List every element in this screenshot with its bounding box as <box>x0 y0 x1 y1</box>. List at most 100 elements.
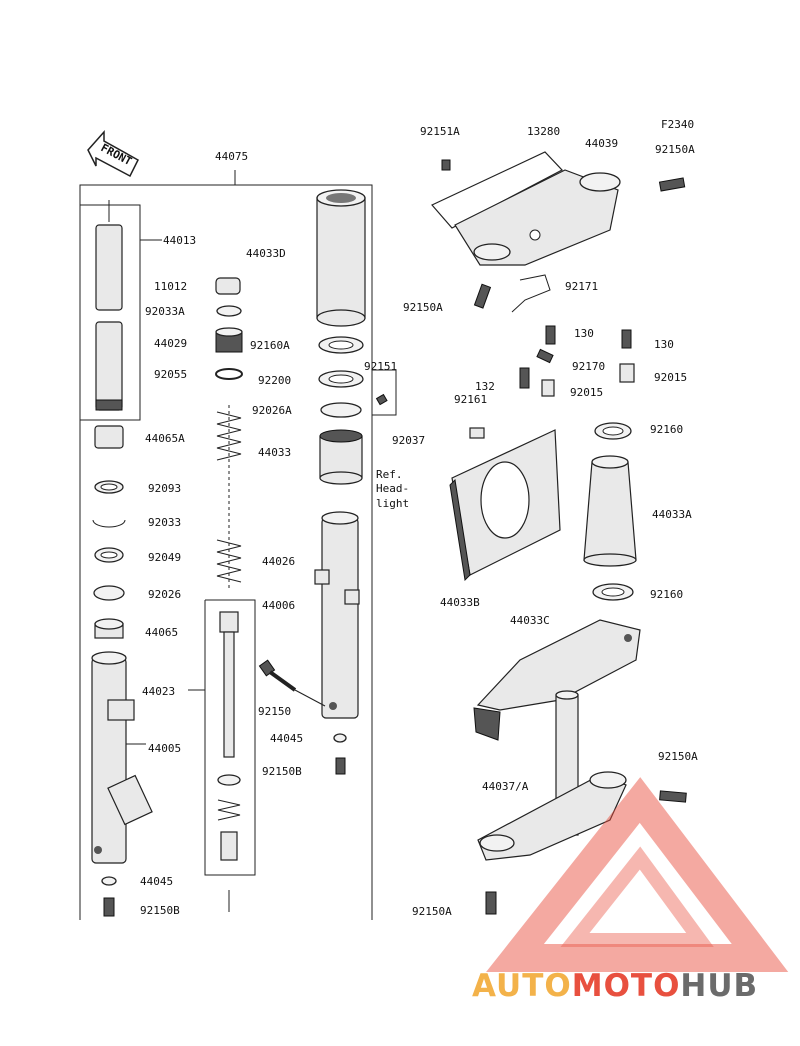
cover-cone-part <box>583 455 637 567</box>
watermark-hub: HUB <box>680 968 758 1004</box>
callout-92150A-right: 92150A <box>658 750 698 763</box>
fork-spring-part <box>216 405 242 590</box>
watermark-logo <box>486 777 789 972</box>
damper-rod-part <box>217 611 241 912</box>
lower-cover-44033C <box>473 619 641 741</box>
callout-92055: 92055 <box>154 368 187 381</box>
upper-dust-seal <box>318 336 364 354</box>
guide-bushing-part <box>94 618 124 639</box>
callout-92037: 92037 <box>392 434 425 447</box>
ref-note-line1: Ref. <box>376 468 403 481</box>
callout-13280: 13280 <box>527 125 560 138</box>
bolt-132 <box>519 367 530 389</box>
callout-130-left: 130 <box>574 327 594 340</box>
circlip-part <box>216 305 242 317</box>
drain-bolt-part <box>335 757 346 775</box>
clip-92170 <box>536 348 554 364</box>
callout-92151A: 92151A <box>420 125 460 138</box>
washer-small-part <box>333 733 347 743</box>
headlight-bracket-part <box>449 429 561 582</box>
bushing-part <box>94 425 124 449</box>
callout-44033C: 44033C <box>510 614 550 627</box>
callout-44033D: 44033D <box>246 247 286 260</box>
collar-right <box>619 363 635 383</box>
callout-92161: 92161 <box>454 393 487 406</box>
callout-132: 132 <box>475 380 495 393</box>
callout-92015-right: 92015 <box>654 371 687 384</box>
callout-44037A: 44037/A <box>482 780 529 793</box>
watermark-auto: AUTO <box>472 968 572 1004</box>
callout-92026: 92026 <box>148 588 181 601</box>
callout-44026: 44026 <box>262 555 295 568</box>
seal-92160-top <box>594 422 632 440</box>
retaining-ring-part <box>92 519 126 528</box>
callout-11012: 11012 <box>154 280 187 293</box>
upper-cover-tube <box>316 189 366 327</box>
outer-tube-part <box>314 511 360 719</box>
callout-92049: 92049 <box>148 551 181 564</box>
callout-44023: 44023 <box>142 685 175 698</box>
callout-92160-top: 92160 <box>650 423 683 436</box>
small-bolt-part <box>375 393 388 406</box>
callout-44005: 44005 <box>148 742 181 755</box>
seal-92160-bottom <box>592 583 634 601</box>
callout-44039: 44039 <box>585 137 618 150</box>
washer-left-part <box>101 876 117 886</box>
callout-44006: 44006 <box>262 599 295 612</box>
callout-92160-bottom: 92160 <box>650 588 683 601</box>
callout-44029: 44029 <box>154 337 187 350</box>
callout-44033B: 44033B <box>440 596 480 609</box>
callout-92033A: 92033A <box>145 305 185 318</box>
ref-note-line2: Head- <box>376 482 409 495</box>
callout-44065A: 44065A <box>145 432 185 445</box>
pinch-bolt-part <box>473 283 492 309</box>
callout-92170: 92170 <box>572 360 605 373</box>
callout-44065: 44065 <box>145 626 178 639</box>
steering-stem-part <box>477 690 627 861</box>
callout-92150B-right: 92150B <box>262 765 302 778</box>
oil-seal-part <box>94 480 124 494</box>
fork-leg-part <box>91 651 153 864</box>
bracket-line <box>372 369 397 416</box>
callout-130-right: 130 <box>654 338 674 351</box>
bracket-92171 <box>511 274 551 313</box>
clamp-bolt-bottom <box>659 790 687 803</box>
seal-part <box>94 547 124 563</box>
lower-cover-part <box>319 429 363 485</box>
callout-92160A: 92160A <box>250 339 290 352</box>
callout-44033: 44033 <box>258 446 291 459</box>
callout-92150B-left: 92150B <box>140 904 180 917</box>
collar-left <box>541 379 555 397</box>
drain-bolt-left-part <box>103 897 115 917</box>
watermark-brand: AUTOMOTOHUB <box>472 968 758 1004</box>
callout-92150A-mid: 92150A <box>403 301 443 314</box>
cap-part <box>215 277 241 295</box>
spacer-part <box>215 327 243 353</box>
callout-44045-left: 44045 <box>140 875 173 888</box>
grommet-92161 <box>469 427 485 439</box>
callout-44033A: 44033A <box>652 508 692 521</box>
inner-tube-part <box>95 200 123 411</box>
axle-bolt-part <box>258 659 326 707</box>
callout-92171: 92171 <box>565 280 598 293</box>
bolt-130-right <box>621 329 632 349</box>
washer-part <box>318 370 364 388</box>
diagram-code: F2340 <box>661 118 694 131</box>
fork-assembly-bracket <box>79 170 373 920</box>
ref-note-line3: light <box>376 497 409 510</box>
callout-92150A-top: 92150A <box>655 143 695 156</box>
callout-44013: 44013 <box>163 234 196 247</box>
o-ring-part <box>215 368 243 380</box>
pinch-bolt-bottom <box>485 891 497 915</box>
callout-92150: 92150 <box>258 705 291 718</box>
callout-92200: 92200 <box>258 374 291 387</box>
screw-92151A <box>441 159 451 171</box>
washer-lower-part <box>93 585 125 601</box>
callout-92093: 92093 <box>148 482 181 495</box>
clamp-part <box>320 402 362 418</box>
callout-92150A-bottom: 92150A <box>412 905 452 918</box>
callout-92151: 92151 <box>364 360 397 373</box>
callout-92015-left: 92015 <box>570 386 603 399</box>
callout-44075: 44075 <box>215 150 248 163</box>
